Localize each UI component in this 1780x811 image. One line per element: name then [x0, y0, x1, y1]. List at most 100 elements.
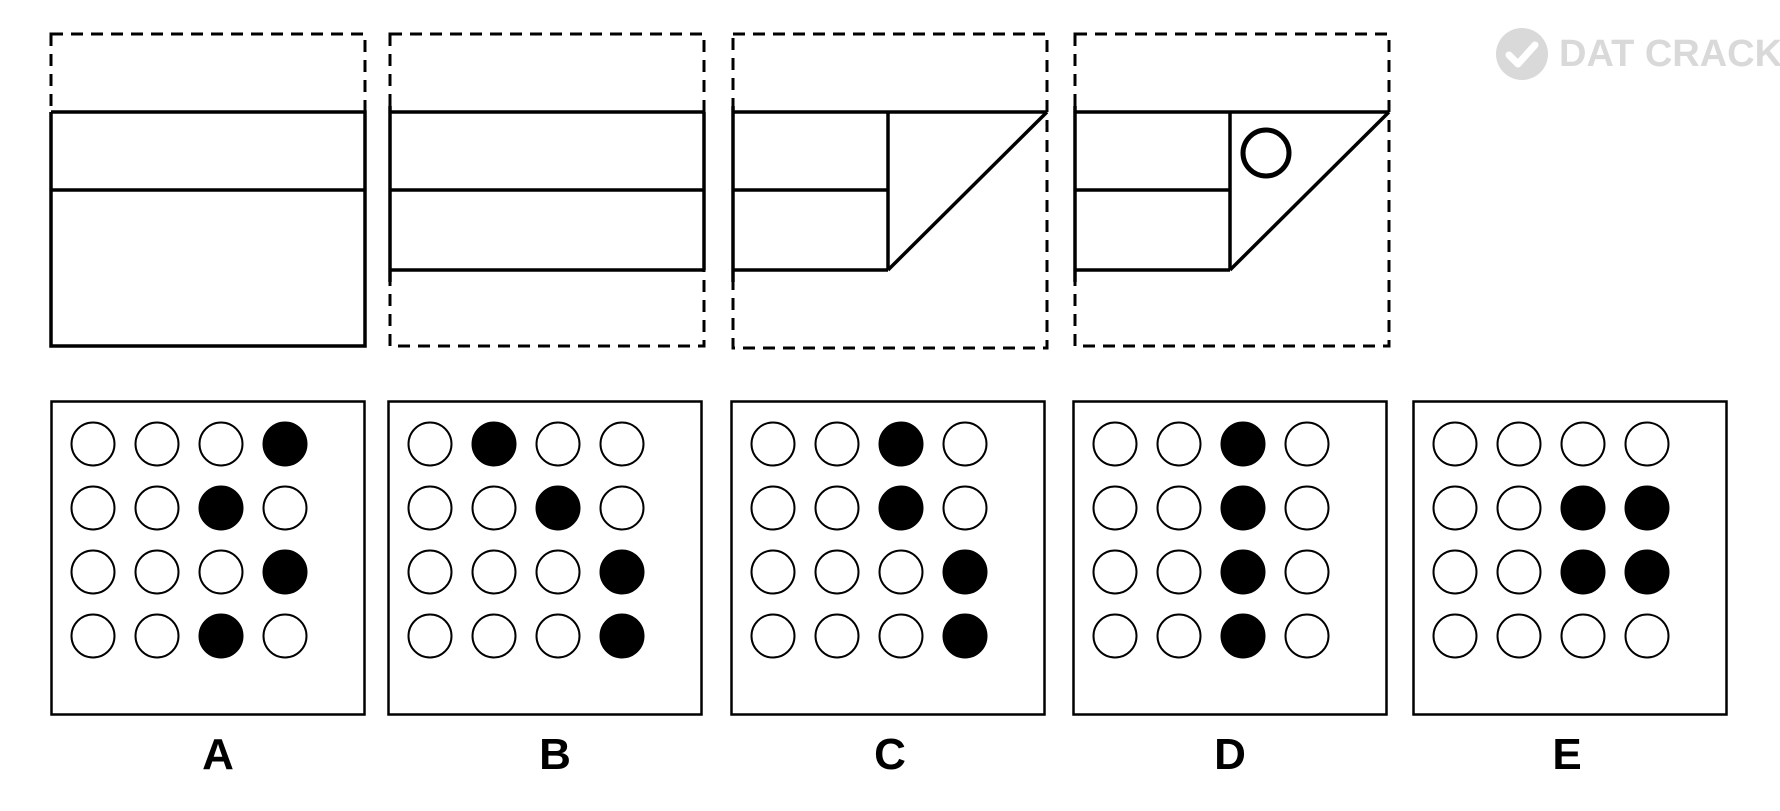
hole-empty: [1432, 485, 1478, 531]
hole-empty: [1092, 549, 1138, 595]
hole-filled: [198, 613, 244, 659]
hole-empty: [471, 485, 517, 531]
fold-step-2: [388, 32, 706, 348]
dot-grid: [70, 421, 308, 659]
hole-empty: [535, 613, 581, 659]
hole-filled: [1220, 485, 1266, 531]
hole-filled: [1220, 613, 1266, 659]
hole-empty: [1432, 549, 1478, 595]
answer-option-e[interactable]: [1412, 400, 1728, 716]
hole-empty: [198, 549, 244, 595]
hole-filled: [1220, 421, 1266, 467]
hole-empty: [1092, 613, 1138, 659]
hole-filled: [262, 421, 308, 467]
hole-empty: [1496, 485, 1542, 531]
hole-filled: [1220, 549, 1266, 595]
hole-empty: [1284, 549, 1330, 595]
hole-empty: [407, 485, 453, 531]
hole-filled: [878, 421, 924, 467]
answer-label-c: C: [874, 730, 906, 779]
hole-empty: [535, 549, 581, 595]
hole-empty: [407, 613, 453, 659]
hole-empty: [471, 549, 517, 595]
hole-filled: [878, 485, 924, 531]
hole-empty: [1560, 613, 1606, 659]
hole-empty: [70, 613, 116, 659]
paper-outline: [49, 110, 367, 348]
hole-empty: [1284, 613, 1330, 659]
answer-option-a[interactable]: [50, 400, 366, 716]
hole-empty: [1092, 421, 1138, 467]
hole-empty: [750, 485, 796, 531]
hole-empty: [1496, 613, 1542, 659]
hole-empty: [942, 421, 988, 467]
hole-empty: [1284, 485, 1330, 531]
hole-filled: [1624, 485, 1670, 531]
hole-empty: [1432, 613, 1478, 659]
watermark-text: DAT CRACKER: [1559, 32, 1780, 75]
hole-empty: [1156, 421, 1202, 467]
hole-empty: [814, 485, 860, 531]
answer-label-a: A: [202, 730, 234, 779]
hole-empty: [70, 421, 116, 467]
hole-filled: [599, 549, 645, 595]
hole-empty: [407, 549, 453, 595]
hole-empty: [814, 421, 860, 467]
dot-grid: [1432, 421, 1670, 659]
hole-empty: [599, 485, 645, 531]
hole-empty: [1496, 549, 1542, 595]
paper-outline: [388, 106, 706, 282]
hole-empty: [535, 421, 581, 467]
hole-filled: [198, 485, 244, 531]
hole-empty: [1156, 549, 1202, 595]
answer-option-b[interactable]: [387, 400, 703, 716]
answer-label-d: D: [1214, 730, 1246, 779]
hole-empty: [1156, 613, 1202, 659]
hole-empty: [1092, 485, 1138, 531]
hole-empty: [1624, 421, 1670, 467]
hole-empty: [878, 549, 924, 595]
fold-step-1: [49, 32, 367, 348]
hole-empty: [198, 421, 244, 467]
fold-step-3: [731, 32, 1049, 350]
hole-empty: [750, 613, 796, 659]
paper-outline: [1073, 106, 1391, 282]
hole-empty: [750, 421, 796, 467]
hole-empty: [471, 613, 517, 659]
hole-empty: [1560, 421, 1606, 467]
hole-filled: [1624, 549, 1670, 595]
answer-option-d[interactable]: [1072, 400, 1388, 716]
answer-label-e: E: [1552, 730, 1582, 779]
hole-filled: [1560, 485, 1606, 531]
hole-empty: [1432, 421, 1478, 467]
hole-empty: [599, 421, 645, 467]
hole-empty: [814, 613, 860, 659]
watermark: DAT CRACKER: [1495, 26, 1780, 82]
hole-empty: [1496, 421, 1542, 467]
hole-empty: [814, 549, 860, 595]
answer-option-c[interactable]: [730, 400, 1046, 716]
dot-grid: [1092, 421, 1330, 659]
hole-filled: [942, 613, 988, 659]
paper-outline: [731, 106, 1049, 282]
hole-filled: [599, 613, 645, 659]
hole-empty: [70, 549, 116, 595]
dot-grid: [750, 421, 988, 659]
hole-empty: [942, 485, 988, 531]
check-circle-icon: [1496, 28, 1548, 80]
hole-filled: [535, 485, 581, 531]
hole-empty: [1284, 421, 1330, 467]
answer-label-b: B: [539, 730, 571, 779]
hole-empty: [134, 485, 180, 531]
hole-empty: [750, 549, 796, 595]
hole-empty: [262, 613, 308, 659]
hole-empty: [134, 421, 180, 467]
hole-filled: [942, 549, 988, 595]
hole-filled: [262, 549, 308, 595]
hole-empty: [1624, 613, 1670, 659]
hole-empty: [262, 485, 308, 531]
hole-empty: [1156, 485, 1202, 531]
hole-filled: [1560, 549, 1606, 595]
hole-filled: [471, 421, 517, 467]
